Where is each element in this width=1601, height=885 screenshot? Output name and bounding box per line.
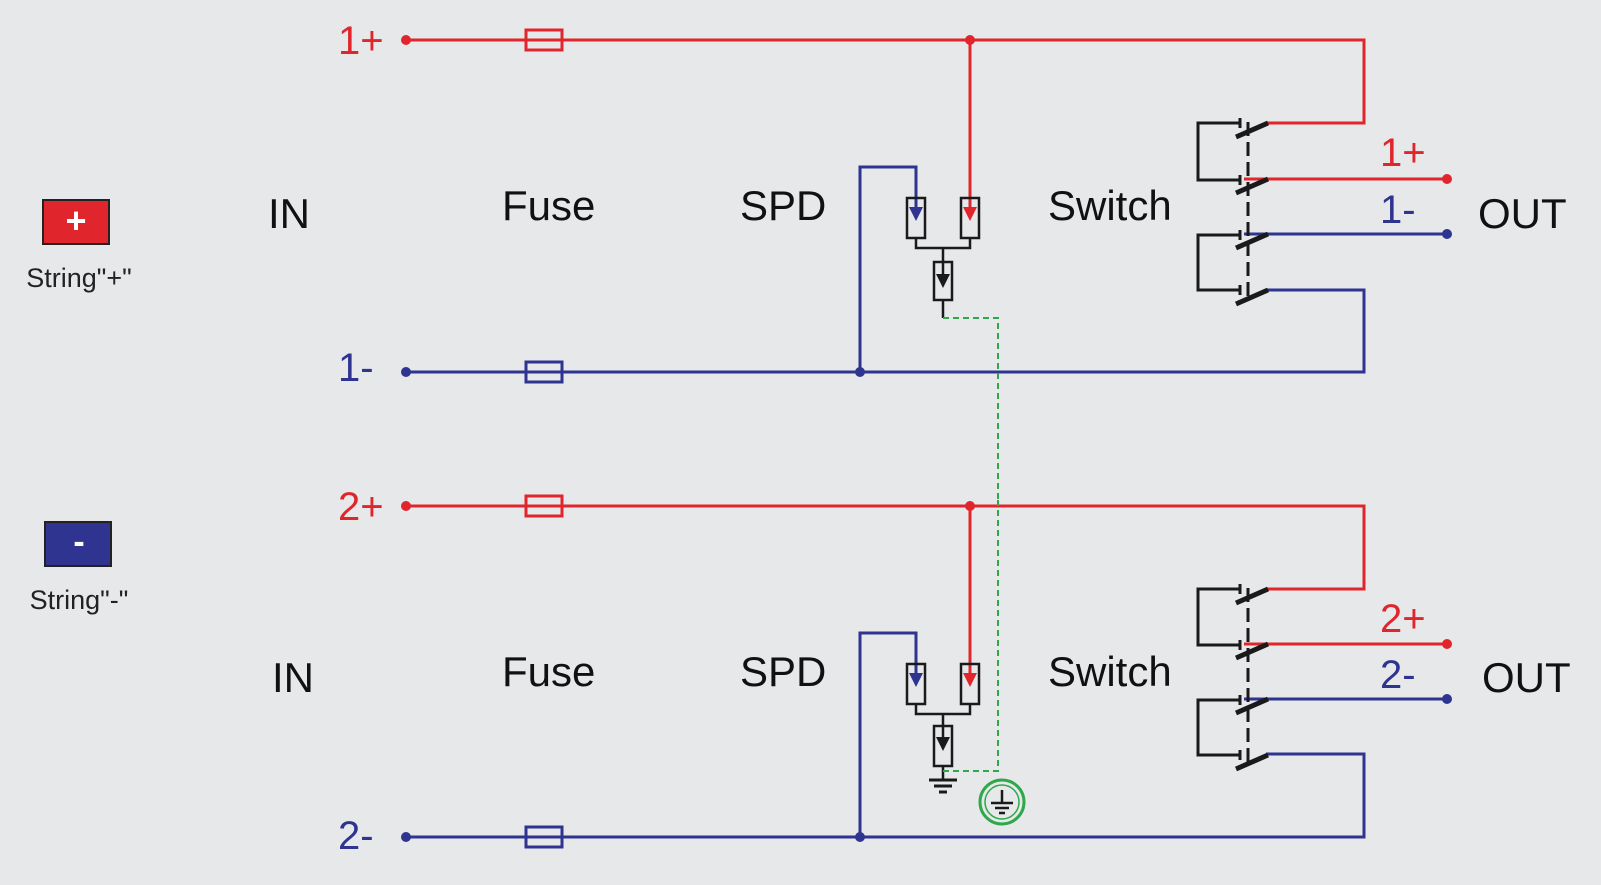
protective-earth-icon (978, 778, 1026, 826)
positive-swatch (42, 199, 110, 245)
spd-label: SPD (740, 182, 826, 229)
negative-wire (406, 631, 1447, 839)
fuse-label: Fuse (502, 182, 595, 229)
terminal-out-neg-dot[interactable] (1442, 694, 1452, 704)
positive-wire (406, 504, 1447, 676)
switch-label: Switch (1048, 182, 1172, 229)
junction-dot (855, 832, 865, 842)
negative-legend-label: String"-" (30, 585, 129, 615)
switch-device (1196, 584, 1270, 772)
terminal-in-pos-dot[interactable] (401, 35, 411, 45)
terminal-in-pos-label: 1+ (338, 19, 384, 63)
terminal-in-neg-dot[interactable] (401, 367, 411, 377)
circuit-2: IN Fuse SPD Switch OUT 2+ 2- 2+ 2- (272, 485, 1571, 858)
terminal-out-neg-label: 2- (1380, 653, 1416, 697)
terminal-out-pos-dot[interactable] (1442, 639, 1452, 649)
spd-arrow-pos (963, 207, 977, 221)
pe-wire (943, 500, 999, 772)
switch-label: Switch (1048, 648, 1172, 695)
terminal-out-neg-dot[interactable] (1442, 229, 1452, 239)
in-label: IN (272, 654, 314, 701)
out-label: OUT (1478, 190, 1567, 237)
spd-arrow-pos (963, 673, 977, 687)
in-label: IN (268, 190, 310, 237)
negative-wire (406, 165, 1447, 374)
spd-arrow-neg (909, 207, 923, 221)
legend-positive: + String"+" (26, 199, 132, 293)
ground-symbol-icon (929, 778, 957, 794)
terminal-in-pos-dot[interactable] (401, 501, 411, 511)
junction-dot (965, 501, 975, 511)
spd-arrow-down (936, 274, 950, 288)
terminal-in-pos-label: 2+ (338, 485, 384, 529)
junction-dot (965, 35, 975, 45)
fuse-label: Fuse (502, 648, 595, 695)
out-label: OUT (1482, 654, 1571, 701)
spd-arrow-down (936, 737, 950, 751)
spd-label: SPD (740, 648, 826, 695)
switch-device (1196, 118, 1270, 307)
pe-wire (943, 317, 999, 500)
terminal-out-pos-label: 1+ (1380, 131, 1426, 175)
terminal-out-pos-dot[interactable] (1442, 174, 1452, 184)
terminal-in-neg-label: 2- (338, 814, 374, 858)
spd-arrow-neg (909, 673, 923, 687)
terminal-out-neg-label: 1- (1380, 188, 1416, 232)
junction-dot (855, 367, 865, 377)
negative-symbol: - (73, 523, 84, 561)
terminal-out-pos-label: 2+ (1380, 597, 1426, 641)
positive-symbol: + (65, 200, 86, 241)
positive-wire (406, 38, 1447, 210)
positive-legend-label: String"+" (26, 263, 131, 293)
legend-negative: - String"-" (30, 521, 129, 615)
circuit-1: IN Fuse SPD Switch OUT 1+ 1- 1+ 1- (268, 19, 1567, 500)
spd-device (905, 662, 981, 780)
terminal-in-neg-label: 1- (338, 346, 374, 390)
terminal-in-neg-dot[interactable] (401, 832, 411, 842)
negative-swatch (44, 521, 112, 567)
